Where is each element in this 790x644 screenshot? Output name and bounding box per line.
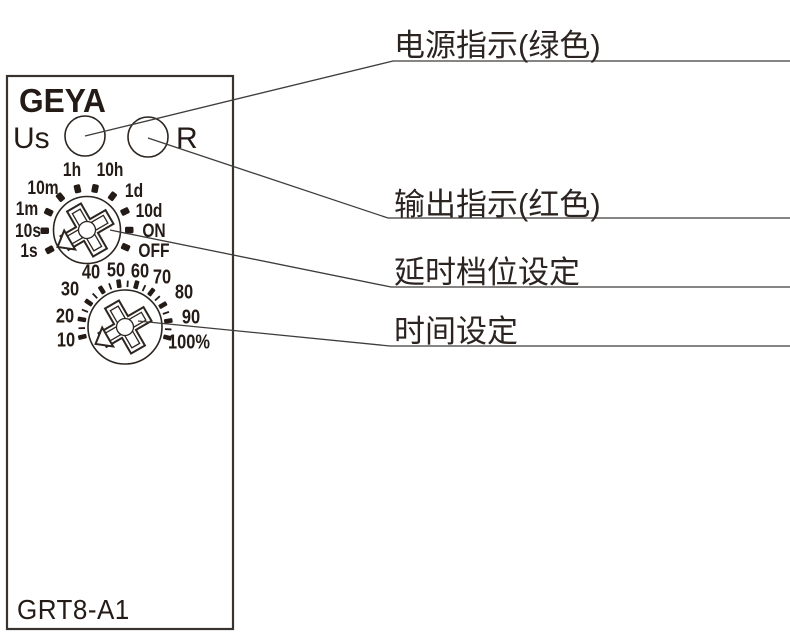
range-label-1d: 1d	[124, 181, 144, 202]
dial-tick	[147, 287, 156, 297]
brand-logo: GEYA	[19, 82, 106, 119]
scale-label-70: 70	[152, 266, 172, 289]
range-label-10m: 10m	[27, 178, 59, 199]
dial-tick	[107, 191, 117, 202]
time-scale-dial[interactable]	[77, 279, 173, 366]
range-label-1h: 1h	[62, 160, 82, 181]
leader-line-power	[84, 60, 790, 137]
dial-tick	[162, 311, 170, 315]
leader-line-time	[137, 320, 790, 347]
range-label-10s: 10s	[15, 221, 41, 242]
annotation-power-indicator: 电源指示(绿色)	[394, 28, 601, 63]
dial-tick	[133, 280, 140, 290]
dial-tick	[92, 292, 98, 299]
scale-label-50: 50	[106, 259, 126, 282]
dial-tick	[55, 192, 66, 202]
delay-range-dial-ticks	[40, 183, 134, 255]
scale-label-40: 40	[81, 261, 101, 284]
knob-pointer-arrow-icon	[94, 325, 116, 348]
scale-label-100: 100%	[168, 331, 210, 354]
dial-tick	[77, 316, 87, 323]
range-label-1m: 1m	[15, 199, 39, 220]
scale-label-90: 90	[181, 306, 201, 329]
dial-tick	[81, 308, 89, 313]
leader-lines	[84, 60, 790, 347]
rotary-knob-icon[interactable]	[45, 194, 123, 269]
dial-tick	[116, 279, 122, 289]
dial-tick	[141, 284, 147, 292]
dial-tick	[40, 227, 50, 235]
dial-tick	[126, 280, 129, 288]
dial-tick	[164, 328, 172, 331]
leader-line-range	[109, 229, 790, 288]
dial-tick	[44, 245, 55, 255]
annotation-output-indicator: 输出指示(红色)	[394, 187, 601, 222]
dial-tick	[120, 207, 130, 216]
delay-range-dial[interactable]	[40, 183, 134, 270]
range-label-on: ON	[142, 221, 166, 242]
scale-label-10: 10	[56, 329, 76, 352]
scale-label-60: 60	[130, 260, 150, 283]
scale-label-80: 80	[174, 281, 194, 304]
time-scale-dial-ticks	[77, 279, 173, 341]
range-label-1s: 1s	[20, 241, 38, 262]
dial-tick	[73, 184, 82, 194]
annotation-time-setting: 时间设定	[394, 314, 518, 349]
dial-tick	[78, 327, 86, 330]
leader-line-output	[147, 137, 790, 219]
output-led-label: R	[176, 122, 198, 155]
annotation-delay-range-setting: 延时档位设定	[394, 255, 580, 290]
range-label-10d: 10d	[135, 201, 163, 222]
range-label-off: OFF	[138, 241, 170, 262]
dial-tick	[77, 333, 87, 340]
rotary-knob-icon[interactable]	[83, 291, 161, 366]
knob-pointer-arrow-icon	[56, 228, 78, 251]
dial-tick	[43, 207, 54, 217]
dial-tick	[163, 318, 173, 324]
dial-tick	[158, 301, 168, 309]
dial-tick	[91, 183, 99, 194]
scale-label-20: 20	[55, 305, 75, 328]
model-label: GRT8-A1	[17, 594, 130, 625]
dial-tick	[84, 298, 94, 307]
range-label-10h: 10h	[96, 160, 124, 181]
dial-tick	[162, 334, 172, 341]
output-led	[127, 116, 169, 158]
scale-label-30: 30	[60, 278, 80, 301]
dial-tick	[125, 226, 134, 234]
dial-tick	[97, 285, 106, 295]
dial-tick	[108, 282, 113, 290]
dial-tick	[154, 295, 161, 302]
dial-tick	[120, 242, 131, 252]
power-led-label: Us	[13, 122, 50, 155]
